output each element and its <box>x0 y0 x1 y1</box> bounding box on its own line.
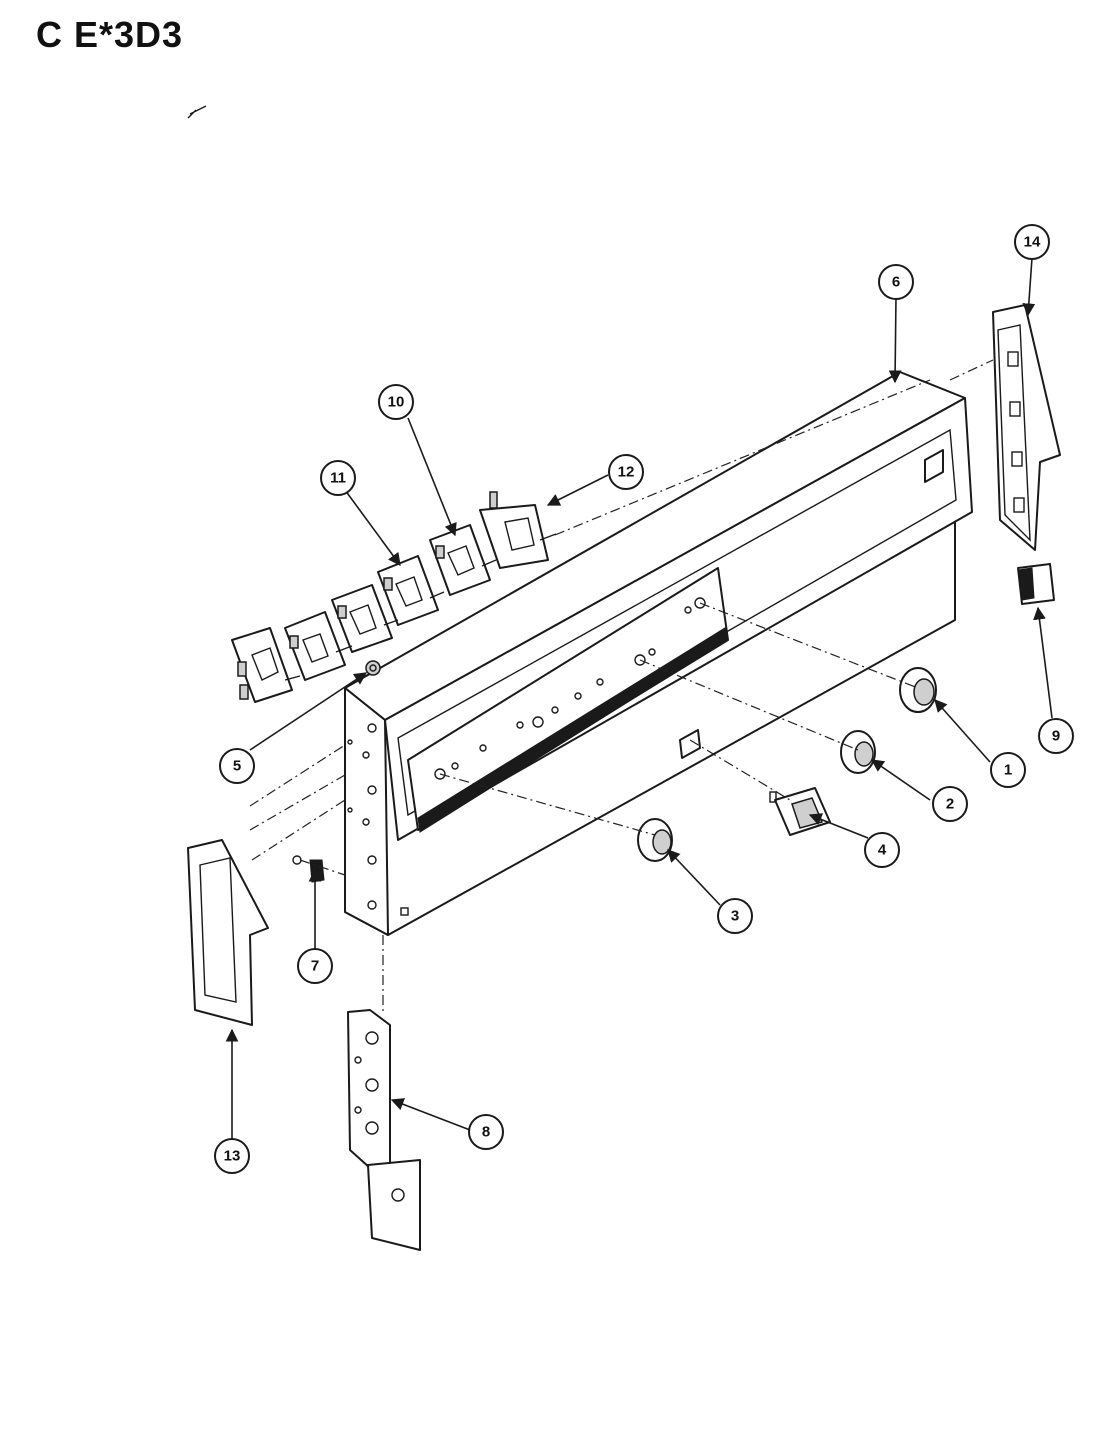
svg-text:7: 7 <box>311 958 319 975</box>
knob-2 <box>840 730 876 774</box>
callout-4: 4 <box>864 832 900 868</box>
knob-3 <box>637 818 673 862</box>
callout-13: 13 <box>214 1138 250 1174</box>
svg-text:6: 6 <box>892 274 900 291</box>
svg-text:11: 11 <box>330 470 346 487</box>
callout-7: 7 <box>297 948 333 984</box>
switch-9 <box>1017 563 1055 605</box>
right-end-cap <box>992 304 1061 551</box>
callout-1: 1 <box>990 752 1026 788</box>
leader-lines <box>225 257 1053 1140</box>
screw <box>365 660 381 676</box>
svg-text:4: 4 <box>878 842 887 859</box>
callout-12: 12 <box>608 454 644 490</box>
callout-8: 8 <box>468 1114 504 1150</box>
svg-text:2: 2 <box>946 796 954 813</box>
diagram-title: C E*3D3 <box>36 14 184 55</box>
callout-14: 14 <box>1014 224 1050 260</box>
callout-5: 5 <box>219 748 255 784</box>
mounting-bracket <box>347 1009 421 1251</box>
svg-text:9: 9 <box>1052 728 1060 745</box>
svg-text:13: 13 <box>224 1148 241 1165</box>
svg-text:3: 3 <box>731 908 739 925</box>
assembly-lines <box>249 359 994 1012</box>
svg-text:5: 5 <box>233 758 241 775</box>
knob-1 <box>899 667 937 713</box>
switch-row <box>231 491 557 703</box>
spring-screw <box>292 855 325 883</box>
callout-10: 10 <box>378 384 414 420</box>
svg-text:12: 12 <box>618 464 635 481</box>
callout-9: 9 <box>1038 718 1074 754</box>
left-end-cap <box>187 839 269 1026</box>
svg-text:8: 8 <box>482 1124 490 1141</box>
svg-text:10: 10 <box>388 394 405 411</box>
stray-mark <box>187 105 207 119</box>
control-panel <box>344 371 973 936</box>
callout-11: 11 <box>320 460 356 496</box>
svg-text:1: 1 <box>1004 762 1012 779</box>
callout-2: 2 <box>932 786 968 822</box>
rocker-switch <box>769 787 831 836</box>
callout-6: 6 <box>878 264 914 300</box>
callout-3: 3 <box>717 898 753 934</box>
svg-text:14: 14 <box>1024 234 1041 251</box>
